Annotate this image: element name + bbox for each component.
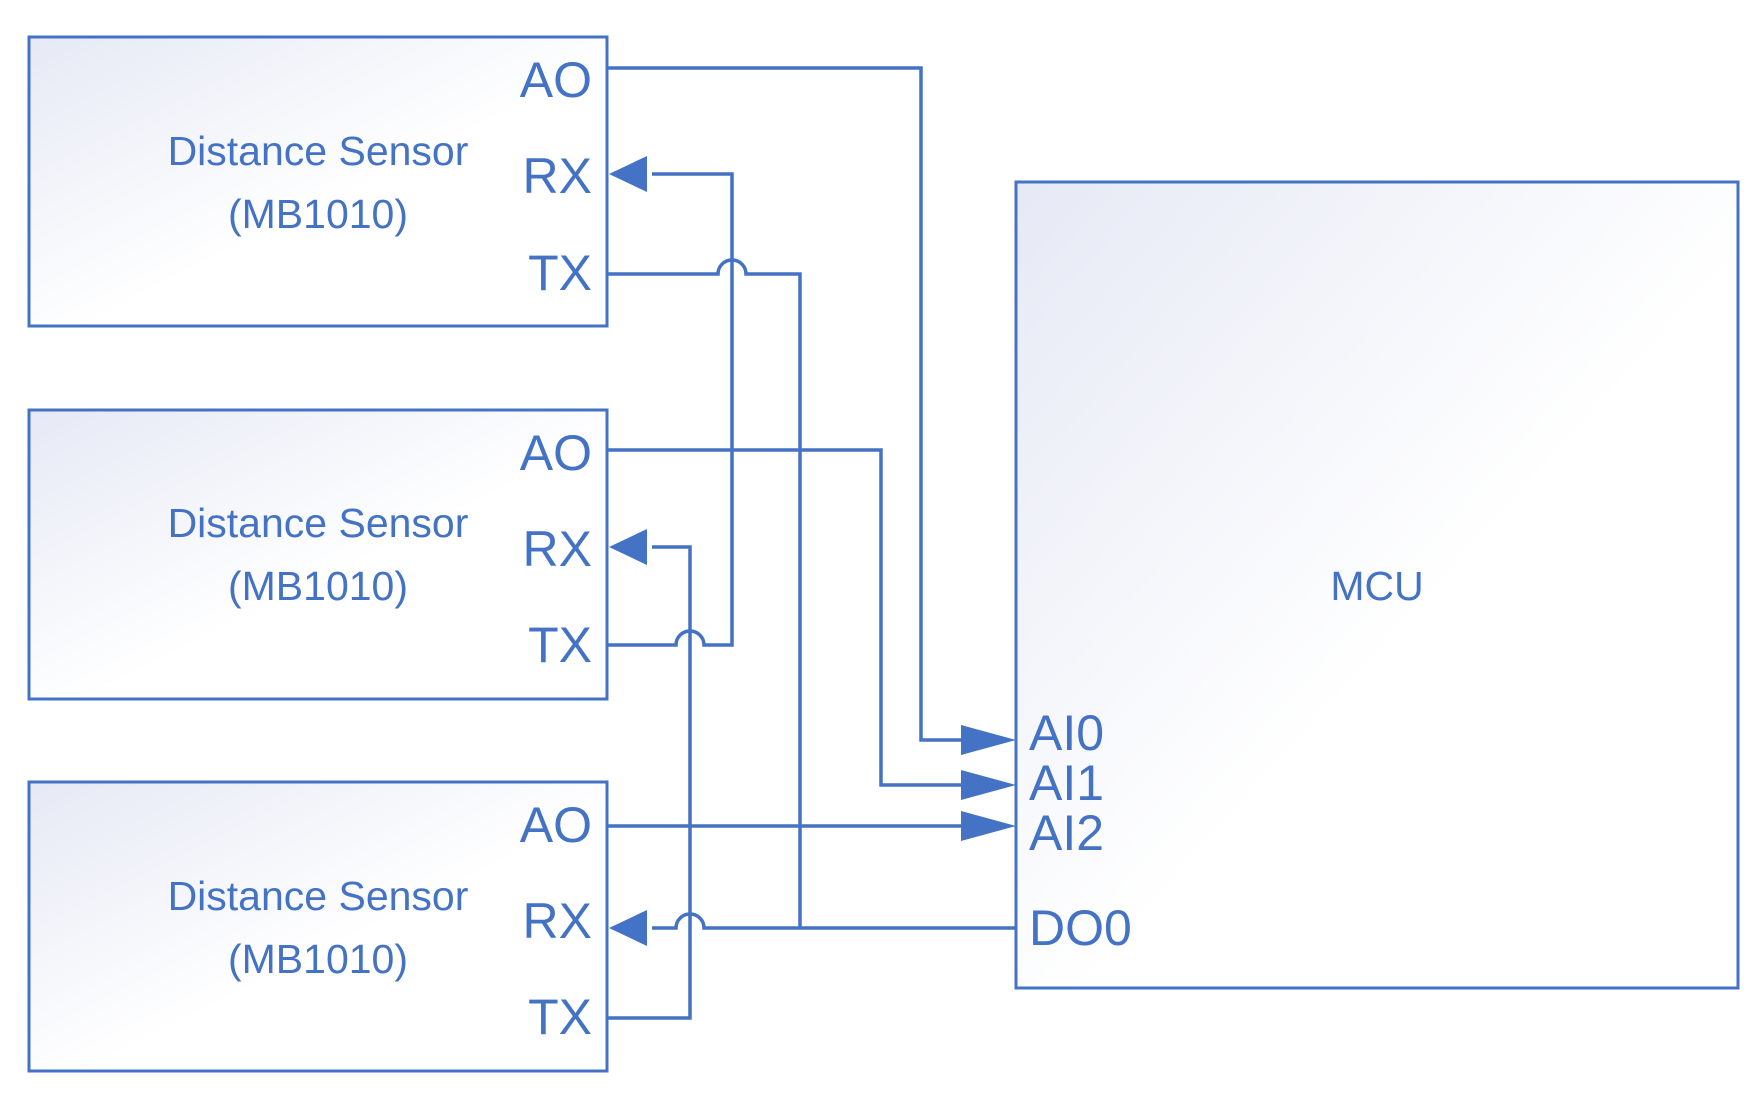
arrow-ai2 xyxy=(961,811,1016,841)
sensor-2-rx-label: RX xyxy=(523,521,592,577)
sensor-2-model: (MB1010) xyxy=(228,563,408,609)
sensor-2-box xyxy=(27,408,609,701)
wire-sensor1-tx-to-do0 xyxy=(607,258,802,928)
sensor-2-ao-label: AO xyxy=(520,425,592,481)
sensor-2-name: Distance Sensor xyxy=(168,500,469,546)
sensor-3-ao-label: AO xyxy=(520,797,592,853)
mcu: MCU AI0 AI1 AI2 DO0 xyxy=(1014,180,1740,990)
arrow-ai1 xyxy=(961,770,1016,800)
wire-sensor1-ao-to-ai0 xyxy=(607,66,965,742)
arrow-sensor2-rx xyxy=(609,529,647,565)
mcu-ai2-label: AI2 xyxy=(1029,805,1104,861)
mcu-ai0-label: AI0 xyxy=(1029,705,1104,761)
sensor-3-name: Distance Sensor xyxy=(168,873,469,919)
mcu-box xyxy=(1014,180,1740,990)
mcu-label: MCU xyxy=(1330,563,1423,609)
sensor-3-tx-label: TX xyxy=(528,989,592,1045)
sensor-3-rx-label: RX xyxy=(523,893,592,949)
wire-sensor2-ao-to-ai1 xyxy=(607,448,965,787)
sensor-1: Distance Sensor (MB1010) AO RX TX xyxy=(27,35,609,328)
sensor-1-name: Distance Sensor xyxy=(168,128,469,174)
sensor-3-model: (MB1010) xyxy=(228,936,408,982)
wires xyxy=(607,66,1016,1020)
arrow-ai0 xyxy=(961,725,1016,755)
wire-do0-to-sensor3-rx xyxy=(652,912,1016,930)
wire-sensor2-tx-to-sensor1-rx xyxy=(607,172,734,647)
sensor-1-model: (MB1010) xyxy=(228,191,408,237)
arrow-sensor1-rx xyxy=(609,156,647,192)
sensor-3-box xyxy=(27,780,609,1073)
sensor-3: Distance Sensor (MB1010) AO RX TX xyxy=(27,780,609,1073)
sensor-2: Distance Sensor (MB1010) AO RX TX xyxy=(27,408,609,701)
sensor-1-tx-label: TX xyxy=(528,245,592,301)
sensor-1-box xyxy=(27,35,609,328)
sensor-2-tx-label: TX xyxy=(528,617,592,673)
arrow-sensor3-rx xyxy=(609,910,647,946)
sensor-1-ao-label: AO xyxy=(520,52,592,108)
sensor-1-rx-label: RX xyxy=(523,148,592,204)
mcu-do0-label: DO0 xyxy=(1029,900,1132,956)
mcu-ai1-label: AI1 xyxy=(1029,755,1104,811)
wire-sensor3-tx-to-sensor2-rx xyxy=(607,545,692,1020)
arrowheads xyxy=(609,156,1016,946)
